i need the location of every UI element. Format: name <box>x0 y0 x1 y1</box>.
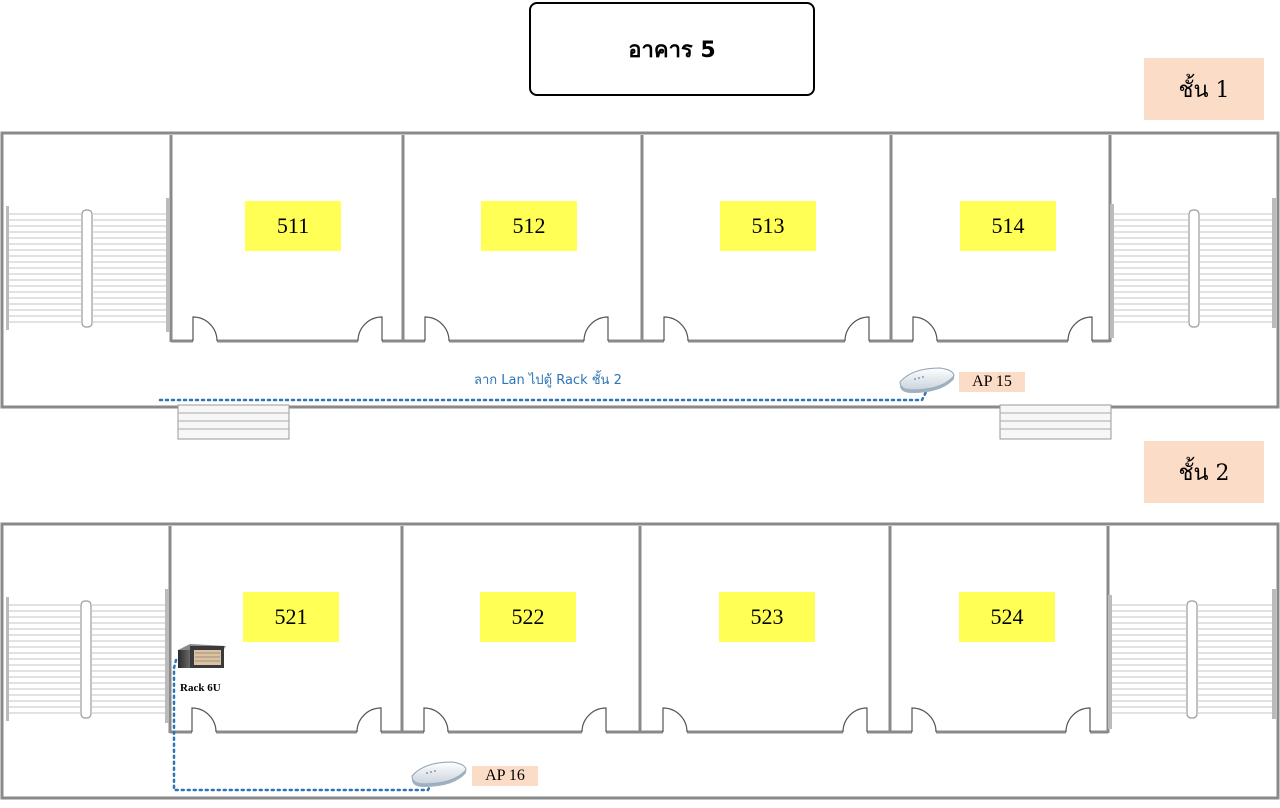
room-label-513: 513 <box>720 201 816 251</box>
floor-2-doors <box>191 707 1091 733</box>
access-point-icon <box>899 367 955 393</box>
ap-15-label: AP 15 <box>959 372 1025 392</box>
floor-1-entrance-steps <box>177 404 1112 440</box>
floor-2-lan-cable <box>172 658 434 792</box>
lan-cable-note: ลาก Lan ไปตู้ Rack ชั้น 2 <box>474 373 622 388</box>
floor-1-left-stairs <box>6 198 170 332</box>
room-label-512: 512 <box>481 201 577 251</box>
floor-2-right-stairs <box>1108 589 1276 729</box>
floor-1-label: ชั้น 1 <box>1144 58 1264 120</box>
floor-2-outer-wall <box>0 522 1280 800</box>
floor-1-right-stairs <box>1110 198 1276 338</box>
floor-1-doors <box>192 316 1093 342</box>
floor-2-left-stairs <box>6 589 169 723</box>
room-label-514: 514 <box>960 201 1056 251</box>
floor-1-lan-cable <box>158 390 928 402</box>
building-title: อาคาร 5 <box>529 2 815 96</box>
rack-label: Rack 6U <box>180 682 221 694</box>
floor-2-label: ชั้น 2 <box>1144 441 1264 503</box>
room-label-511: 511 <box>245 201 341 251</box>
room-label-521: 521 <box>243 592 339 642</box>
access-point-icon <box>411 761 467 787</box>
floor-1-outer-wall <box>0 131 1280 409</box>
room-label-523: 523 <box>719 592 815 642</box>
floor-1-plan <box>0 131 1280 440</box>
room-label-524: 524 <box>959 592 1055 642</box>
ap-16-label: AP 16 <box>472 766 538 786</box>
room-label-522: 522 <box>480 592 576 642</box>
server-rack-icon <box>178 644 226 668</box>
floor-2-plan <box>0 522 1280 800</box>
